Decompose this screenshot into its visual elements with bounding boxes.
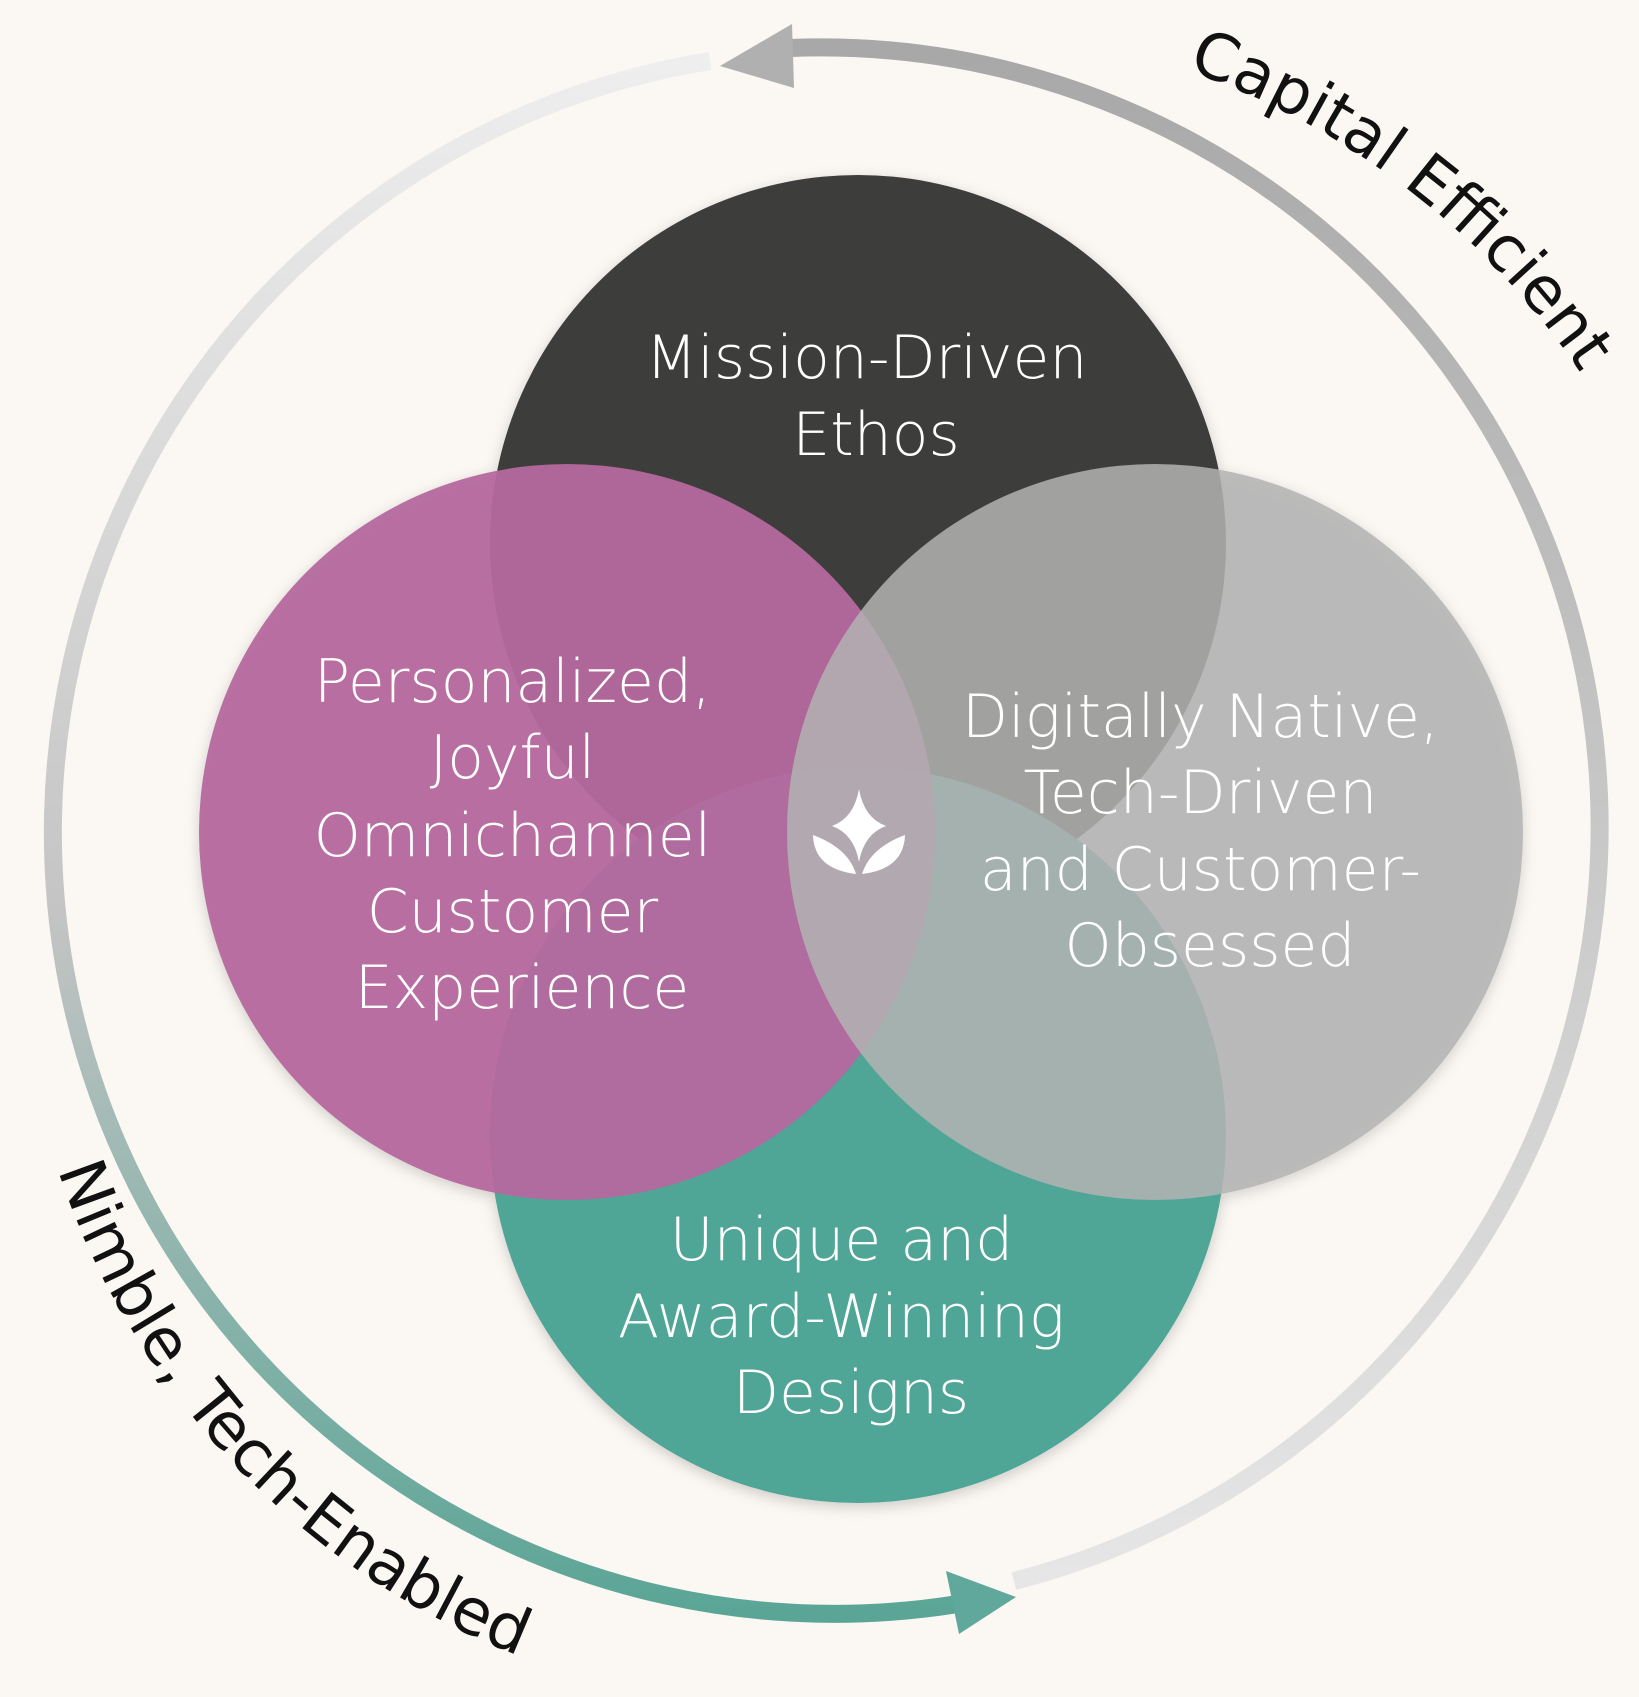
label-line: Ethos	[792, 400, 959, 470]
top-arrowhead-icon	[720, 24, 794, 88]
outer-ring-left-arc	[43, 52, 960, 1623]
bottom-arrowhead-icon	[946, 1571, 1016, 1634]
label-line: Tech-Driven	[1023, 758, 1377, 828]
digitally-native-label: Digitally Native, Tech-Driven and Custom…	[962, 682, 1458, 981]
label-line: Omnichannel	[314, 801, 712, 871]
label-line: Obsessed	[1064, 911, 1355, 981]
personalized-label: Personalized, Joyful Omnichannel Custome…	[314, 647, 731, 1023]
label-line: and Customer-	[980, 835, 1421, 905]
label-line: Personalized,	[314, 647, 711, 717]
unique-designs-label: Unique and Award-Winning Designs	[618, 1205, 1084, 1428]
nimble-tech-enabled-text: Nimble, Tech-Enabled	[43, 1150, 542, 1671]
capital-efficient-label: Capital Efficient	[1181, 15, 1628, 381]
label-line: Unique and	[670, 1205, 1014, 1275]
label-line: Customer	[367, 877, 659, 947]
label-line: Joyful	[430, 723, 596, 793]
mission-driven-label: Mission-Driven Ethos	[645, 323, 1106, 470]
lotus-logo-icon	[813, 789, 905, 874]
capital-efficient-text: Capital Efficient	[1181, 15, 1628, 381]
label-line: Designs	[733, 1358, 969, 1428]
label-line: Experience	[355, 953, 690, 1023]
circle-digitally-native	[787, 464, 1523, 1200]
label-line: Mission-Driven	[645, 323, 1087, 393]
circle-personalized	[199, 464, 935, 1200]
nimble-tech-enabled-label: Nimble, Tech-Enabled	[43, 1150, 542, 1671]
label-line: Award-Winning	[618, 1282, 1065, 1352]
label-line: Digitally Native,	[962, 682, 1439, 752]
outer-ring-right-arc	[789, 38, 1609, 1590]
